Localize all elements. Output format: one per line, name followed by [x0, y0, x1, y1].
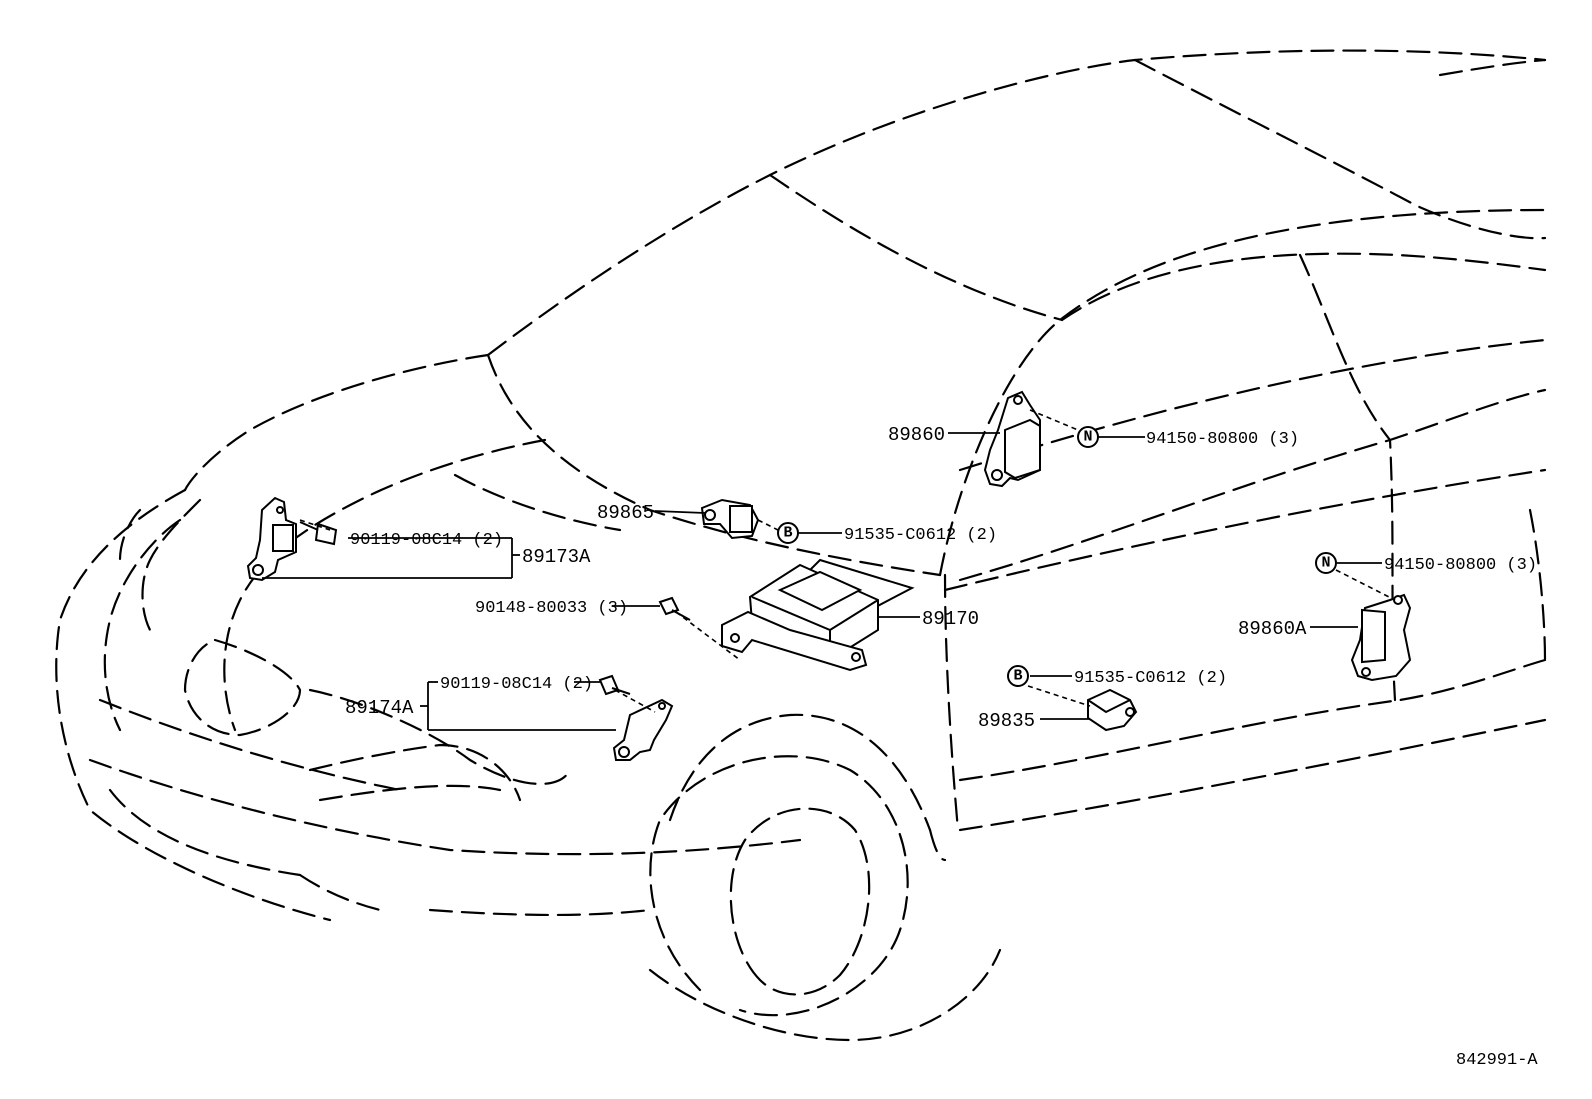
- leader-lines: [262, 409, 1396, 731]
- diagram-id: 842991-A: [1456, 1051, 1538, 1070]
- bolt-ecu-part: [658, 596, 691, 621]
- part-label-89865: 89865: [597, 502, 654, 524]
- airbag-ecu-part: [721, 558, 915, 672]
- part-label-89174a: 89174A: [345, 697, 414, 719]
- front-sensor-rh-part: [612, 698, 674, 761]
- bolt-symbol-upper-label: B: [783, 525, 792, 542]
- front-sensor-lh-part: [246, 496, 297, 582]
- nut-symbol-rear: N: [1315, 552, 1337, 574]
- part-label-89170: 89170: [922, 608, 979, 630]
- bolt-lh-part: [299, 521, 338, 546]
- sensor-89835-part: [1087, 688, 1138, 732]
- car-outline: [55, 49, 1547, 1042]
- nut-symbol-front-label: N: [1083, 429, 1092, 446]
- side-sensor-rear-part: [1350, 593, 1412, 682]
- nut-symbol-front: N: [1077, 426, 1099, 448]
- fastener-label-bolt-b-upper: 91535-C0612 (2): [844, 526, 997, 545]
- fastener-label-nut-rear: 94150-80800 (3): [1384, 556, 1537, 575]
- fastener-label-bolt-b-lower: 91535-C0612 (2): [1074, 669, 1227, 688]
- fastener-label-nut-front: 94150-80800 (3): [1146, 430, 1299, 449]
- part-label-89835: 89835: [978, 710, 1035, 732]
- fastener-label-bolt-lh: 90119-08C14 (2): [350, 531, 503, 550]
- fastener-label-bolt-ecu: 90148-80033 (3): [475, 599, 628, 618]
- bolt-symbol-lower-label: B: [1013, 668, 1022, 685]
- bolt-symbol-upper: B: [777, 522, 799, 544]
- bolt-symbol-lower: B: [1007, 665, 1029, 687]
- fastener-label-bolt-rh: 90119-08C14 (2): [440, 675, 593, 694]
- sensor-89865-part: [700, 498, 760, 540]
- nut-symbol-rear-label: N: [1321, 555, 1330, 572]
- bolt-rh-part: [598, 674, 631, 696]
- part-label-89860a: 89860A: [1238, 618, 1307, 640]
- side-sensor-front-part: [983, 390, 1041, 488]
- part-label-89173a: 89173A: [522, 546, 591, 568]
- part-label-89860: 89860: [888, 424, 945, 446]
